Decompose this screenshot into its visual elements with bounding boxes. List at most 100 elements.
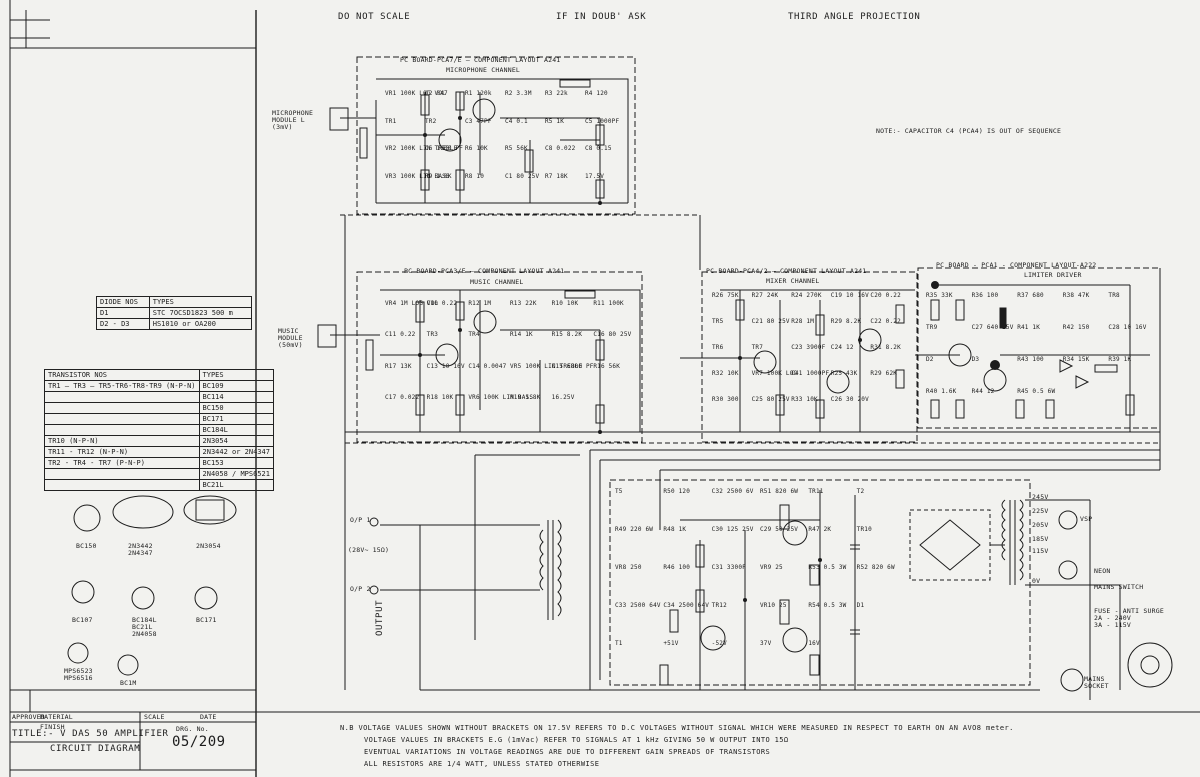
component-label: R38 47K xyxy=(1062,292,1090,299)
package-label: BC150 xyxy=(76,542,97,550)
component-label: C16 80 25V xyxy=(593,331,632,339)
scale-label: SCALE xyxy=(144,713,165,721)
component-label: C13 10 16V xyxy=(426,362,465,370)
note-line: N.B VOLTAGE VALUES SHOWN WITHOUT BRACKET… xyxy=(340,724,1014,732)
output-2-label: O/P 2 xyxy=(350,585,371,593)
package-label: BC1M xyxy=(120,679,137,687)
component-label: C20 0.22 xyxy=(870,292,901,299)
tap-label: 115V xyxy=(1032,547,1049,555)
component-label: C30 125 25V xyxy=(711,526,754,533)
junction-dots xyxy=(418,116,1000,602)
component-label: VR10 25 xyxy=(760,602,787,609)
component-label: R39 1K xyxy=(1108,356,1132,363)
component-label: R51 820 6W xyxy=(760,488,799,495)
component-label: R42 150 xyxy=(1062,324,1090,331)
component-label: T1 xyxy=(615,640,623,647)
diode-table-cell: D2 - D3 xyxy=(96,318,150,330)
component-label: R41 1K xyxy=(1017,324,1041,331)
output-label: OUTPUT xyxy=(375,599,385,636)
component-label: C27 640 25V xyxy=(971,324,1014,331)
component-label: VR7 100K LOG xyxy=(751,370,798,377)
package-label: BC171 xyxy=(196,616,217,624)
date-label: DATE xyxy=(200,713,217,721)
component-label: R25 43K xyxy=(830,370,858,377)
transistor-table-cell: BC109 xyxy=(198,380,274,392)
component-label: TR5 xyxy=(712,318,724,325)
transistor-table-header: TYPES xyxy=(198,369,274,381)
component-label: VR2 100K LIN TREBLE xyxy=(385,145,458,152)
component-label: C17 0.022 xyxy=(385,393,420,401)
note-line: EVENTUAL VARIATIONS IN VOLTAGE READINGS … xyxy=(364,748,771,756)
transistor-table-cell xyxy=(44,391,200,403)
transistor-table-cell: BC184L xyxy=(198,424,274,436)
component-label: VR4 1M LOG VOL xyxy=(385,300,439,307)
component-label: R30 300 xyxy=(712,396,739,403)
diode-table-cell: STC 7OCSD1823 500 m xyxy=(148,307,253,319)
component-label: C10 0.22 xyxy=(426,300,458,307)
mixer-board-title: PC BOARD-PCA4/2 — COMPONENT LAYOUT A241 xyxy=(706,267,867,275)
component-label: R5 1K xyxy=(545,117,565,125)
drawing-number: 05/209 xyxy=(172,734,226,750)
component-label: C6 1000 PF xyxy=(425,145,464,152)
tap-label: 245V xyxy=(1032,493,1049,501)
transistor-table-cell: BC114 xyxy=(198,391,274,403)
component-label: C41 1000PF xyxy=(791,370,830,377)
component-label: TR1 xyxy=(385,117,397,125)
component-label: 37V xyxy=(760,640,772,647)
component-label: R10 10K xyxy=(551,300,579,307)
component-label: R35 33K xyxy=(926,292,953,299)
mains-switch-label: MAINS SWITCH xyxy=(1094,583,1144,591)
component-label: VR1 100K LOG VOL xyxy=(385,90,446,97)
drawing-subtitle: CIRCUIT DIAGRAM xyxy=(50,744,141,754)
component-label: 17.5V xyxy=(585,172,605,180)
package-label: 2N3442 2N4347 xyxy=(128,542,153,557)
component-label: C3 47PF xyxy=(465,117,492,125)
transistor-table-cell xyxy=(44,468,200,480)
component-label: R13 22K xyxy=(510,300,537,307)
component-label: R2 3.3M xyxy=(505,90,532,97)
component-label: R29 8.2K xyxy=(830,318,862,325)
component-label: C23 3900F xyxy=(791,344,826,351)
component-label: TR10 xyxy=(856,526,872,533)
component-label: R18 10K xyxy=(426,393,454,401)
transistor-table-cell: TR11 - TR12 (N-P-N) xyxy=(44,446,200,458)
component-label: R5 56K xyxy=(505,145,528,152)
output-1-label: O/P 1 xyxy=(350,516,371,524)
vsp-label: VSP xyxy=(1080,515,1093,523)
component-label: R48 1K xyxy=(663,526,687,533)
component-label: R1 120k xyxy=(465,90,492,97)
component-label: T2 xyxy=(856,488,865,495)
music-channel-label: MUSIC CHANNEL xyxy=(470,278,524,286)
neon-label: NEON xyxy=(1094,567,1111,575)
component-label: TR9 xyxy=(926,324,938,331)
component-label: TR3 xyxy=(426,331,439,339)
tap-label: 185V xyxy=(1032,535,1049,543)
component-label: VR3 100K LIN BASS xyxy=(385,172,450,180)
output-voltage-label: (28V~ 15Ω) xyxy=(348,546,390,554)
component-label: R19 1.8K xyxy=(510,393,541,401)
component-label: R12 1M xyxy=(468,300,492,307)
component-label: C2 047 xyxy=(425,90,448,97)
component-label: R43 100 xyxy=(1017,356,1044,363)
component-label: C1 80 25V xyxy=(505,172,540,180)
component-label: R11 100K xyxy=(593,300,624,307)
component-label: R7 18K xyxy=(545,172,568,180)
component-label: C14 0.0047 xyxy=(468,362,507,370)
component-label: +51V xyxy=(663,640,679,647)
component-label: R28 1M xyxy=(791,318,815,325)
component-label: D3 xyxy=(971,356,980,363)
package-label: 2N3054 xyxy=(196,542,221,550)
component-label: D2 xyxy=(926,356,934,363)
component-label: VR5 100K LIN TREBLE xyxy=(510,362,583,370)
component-label: TR2 xyxy=(425,117,437,125)
capacitor-note: NOTE:- CAPACITOR C4 (PCA4) IS OUT OF SEQ… xyxy=(876,127,1062,135)
component-label: R29 62K xyxy=(870,370,898,377)
transistor-table-cell xyxy=(44,413,200,425)
component-label: TR7 xyxy=(751,344,764,351)
transistor-table-cell: BC21L xyxy=(198,479,274,491)
component-label: R36 100 xyxy=(971,292,999,299)
transistor-table-cell: 2N3442 or 2N4347 xyxy=(198,446,274,458)
component-label: C21 80 25V xyxy=(751,318,790,325)
component-label: R40 1.6K xyxy=(926,388,957,395)
